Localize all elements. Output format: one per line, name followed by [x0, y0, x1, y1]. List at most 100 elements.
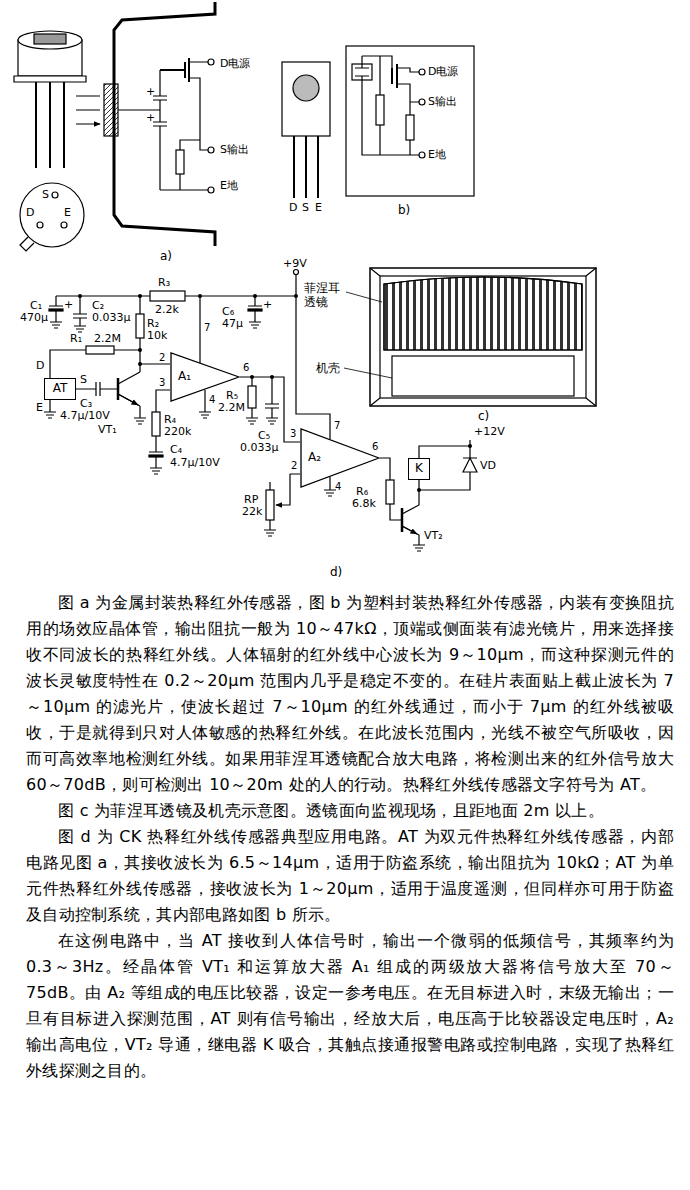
diagram-label: RP — [244, 494, 258, 507]
diagram-label: 6 — [372, 441, 378, 453]
drawing-circle — [419, 69, 425, 75]
body-text: 图 a 为金属封装热释红外传感器，图 b 为塑料封装热释红外传感器，内装有变换阻… — [26, 590, 674, 1084]
drawing-path — [463, 458, 477, 472]
diagram-label: D电源 — [428, 66, 458, 79]
diagram-label: E — [315, 202, 322, 215]
drawing-circle — [138, 348, 142, 352]
drawing-rect — [266, 490, 274, 520]
drawing-path — [384, 277, 582, 350]
drawing-use — [413, 545, 425, 551]
drawing-path — [251, 377, 252, 418]
drawing-path — [294, 136, 318, 198]
body-paragraph: 图 c 为菲涅耳透镜及机壳示意图。透镜面向监视现场，且距地面 2m 以上。 — [26, 798, 674, 824]
diagram-label: 0.033μ — [92, 312, 131, 325]
diagram-label: C₆ — [222, 306, 234, 319]
drawing-rect — [248, 386, 256, 408]
drawing-path — [270, 477, 330, 530]
drawing-circle — [61, 222, 67, 228]
diagram-label: 47μ — [222, 318, 243, 331]
diagram-label: 0.033μ — [240, 442, 279, 455]
drawing-use — [266, 418, 278, 424]
drawing-circle — [417, 488, 421, 492]
drawing-path — [139, 296, 140, 372]
diagram-label: d) — [330, 566, 342, 580]
node-text: A₂ — [308, 451, 321, 464]
drawing-path — [355, 56, 419, 155]
drawing-path — [49, 296, 63, 322]
diagram-label: 3 — [159, 377, 165, 389]
diagram-label: VT₁ — [98, 424, 117, 437]
drawing-path — [117, 378, 120, 400]
diagram-label: + — [263, 299, 272, 312]
drawing-path — [265, 377, 279, 418]
diagram-label: R₃ — [158, 277, 170, 290]
drawing-path — [402, 480, 419, 545]
drawing-path — [118, 372, 140, 418]
diagram-label: + — [146, 112, 155, 125]
drawing-circle — [37, 222, 43, 228]
drawing-path — [370, 268, 596, 406]
diagram-label: R₅ — [226, 390, 238, 403]
drawing-rect — [282, 62, 330, 136]
drawing-rect — [248, 309, 262, 311]
drawing-rect — [150, 291, 185, 301]
drawing-path — [384, 277, 582, 350]
drawing-use — [249, 322, 261, 328]
drawing-rect — [392, 356, 574, 396]
drawing-circle — [52, 192, 58, 198]
drawing-rect — [370, 268, 596, 406]
drawing-rect — [86, 346, 114, 354]
drawing-path — [402, 526, 417, 534]
diagram-label: C₃ — [80, 398, 92, 411]
diagram-label: 4.7μ/10V — [60, 410, 110, 423]
node-text: K — [415, 462, 423, 475]
diagram-label: + — [146, 86, 155, 99]
diagram-label: a) — [160, 250, 172, 264]
drawing-circle — [208, 147, 214, 153]
diagram-label: R₄ — [164, 414, 176, 427]
drawing-ellipse — [18, 31, 82, 49]
opamp-triangle: A₂ — [300, 428, 380, 488]
drawing-path — [344, 292, 392, 378]
diagram-label: C₅ — [258, 430, 270, 443]
drawing-rect — [346, 46, 474, 196]
diagram-label: E — [36, 402, 43, 415]
diagram-label: 4.7μ/10V — [170, 457, 220, 470]
drawing-circle — [78, 294, 82, 298]
diagram-label: D电源 — [220, 58, 250, 71]
drawing-g — [14, 2, 596, 551]
application-circuit — [44, 270, 477, 552]
drawing-path — [391, 68, 393, 84]
body-paragraph: 图 a 为金属封装热释红外传感器，图 b 为塑料封装热释红外传感器，内装有变换阻… — [26, 590, 674, 798]
drawing-use — [324, 490, 336, 496]
diagram-label: 2.2M — [94, 333, 121, 346]
diagram-label: E — [64, 207, 71, 220]
drawing-circle — [294, 294, 298, 298]
drawing-rect — [34, 34, 66, 44]
drawing-use — [246, 418, 258, 424]
drawing-rect — [49, 309, 63, 311]
diagram-label: S输出 — [220, 144, 249, 157]
diagram-label: C₁ — [30, 300, 42, 313]
drawing-circle — [138, 294, 142, 298]
drawing-path — [160, 62, 208, 190]
drawing-rect — [406, 115, 414, 140]
opamp-shape — [301, 429, 379, 487]
diagram-label: R₂ — [147, 318, 159, 331]
diagram-label: 220k — [164, 426, 191, 439]
diagram-label: 6.8k — [352, 498, 376, 511]
diagram-label: 菲涅耳透镜 — [304, 282, 344, 310]
diagram-label: C₂ — [92, 300, 104, 313]
drawing-path — [401, 508, 404, 532]
diagram-label: 3 — [290, 428, 296, 440]
diagram-label: VT₂ — [424, 530, 443, 543]
drawing-circle — [198, 294, 202, 298]
drawing-use — [74, 326, 86, 332]
diagram-label: R₁ — [70, 333, 82, 346]
drawing-rect — [152, 412, 160, 436]
diagram-label: 2 — [291, 460, 297, 472]
diagram-label: 2.2k — [155, 304, 179, 317]
diagram-label: 机壳 — [316, 362, 340, 376]
diagram-label: E地 — [428, 149, 446, 162]
